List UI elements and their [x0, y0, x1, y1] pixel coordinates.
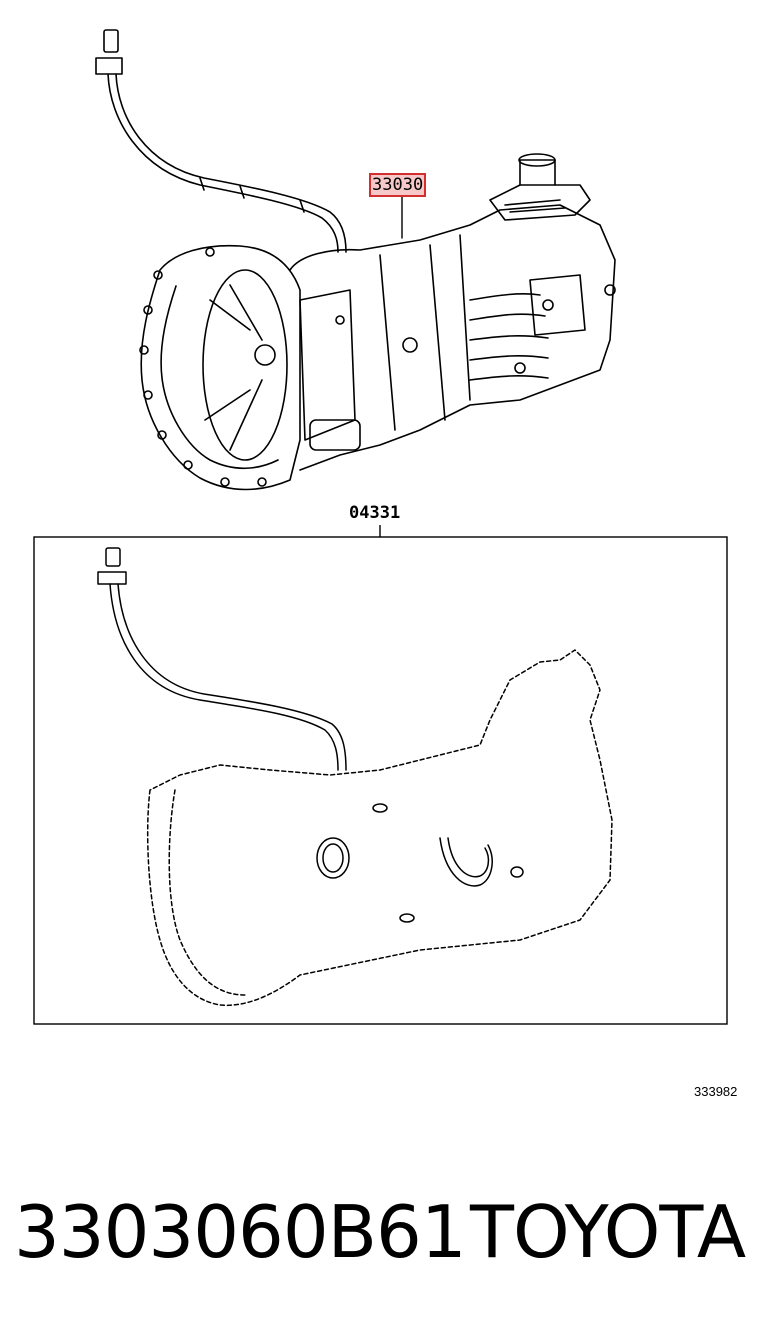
bell-housing	[139, 244, 301, 491]
gasket-kit-box	[33, 525, 728, 1025]
oil-seal	[316, 837, 350, 879]
main-case	[289, 204, 616, 471]
transmission-assembly-drawing	[95, 29, 616, 491]
transmission-diagram	[33, 29, 728, 1025]
callout-33030[interactable]: 33030	[368, 173, 427, 197]
part-number: 3303060B61	[14, 1190, 467, 1274]
gasket-kit-drawing	[97, 547, 613, 1007]
callout-04331[interactable]: 04331	[349, 503, 401, 523]
shift-tower	[489, 153, 616, 296]
speedometer-cable	[95, 29, 347, 253]
figure-id: 333982	[694, 1084, 738, 1099]
half-ring-gasket	[439, 837, 493, 887]
brand-name: TOYOTA	[470, 1190, 746, 1274]
